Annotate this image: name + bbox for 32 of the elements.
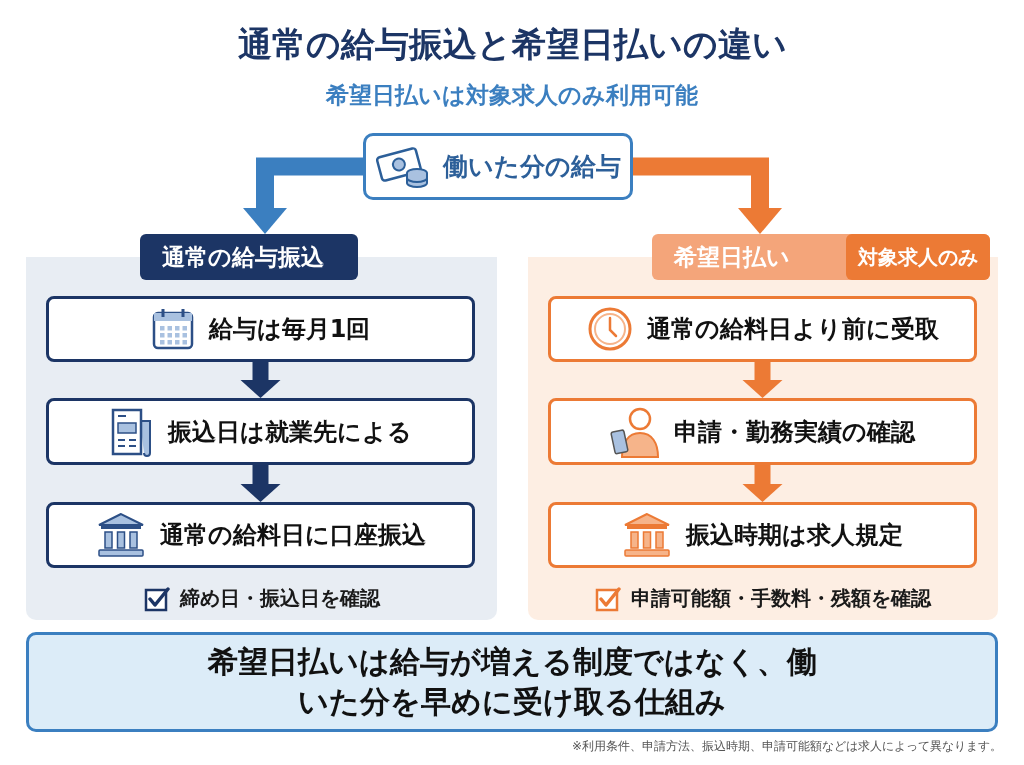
step-label: 通常の給料日より前に受取	[646, 314, 939, 345]
source-box	[363, 133, 633, 200]
tag-label: 対象求人のみ	[846, 234, 990, 280]
step-box	[46, 296, 475, 362]
arrow	[633, 157, 782, 234]
panel-background	[528, 234, 998, 620]
step-box	[548, 502, 977, 568]
step-label: 振込時期は求人規定	[686, 520, 903, 551]
arrow	[243, 157, 363, 234]
arrow	[742, 465, 783, 502]
footnote: ※利用条件、申請方法、振込時期、申請可能額などは求人によって異なります。	[571, 738, 1002, 755]
step-label: 通常の給料日に口座振込	[159, 520, 426, 551]
arrow	[240, 362, 281, 398]
header-label: 通常の給与振込	[162, 242, 324, 272]
subtitle: 希望日払いは対象求人のみ利用可能	[326, 81, 698, 110]
box-label: 働いた分の給与	[443, 151, 621, 183]
check-note: 申請可能額・手数料・残額を確認	[631, 585, 931, 612]
summary-box	[26, 632, 998, 732]
step-label: 振込日は就業先による	[167, 416, 412, 448]
step-label: 申請・勤務実績の確認	[674, 416, 915, 448]
arrow	[742, 362, 783, 398]
step-box	[46, 398, 475, 465]
panel-background	[26, 234, 497, 620]
title: 通常の給与振込と希望日払いの違い	[236, 23, 788, 66]
step-box	[548, 398, 977, 465]
summary-text: 希望日払いは給与が増える制度ではなく、働いた分を早めに受け取る仕組み	[206, 642, 818, 721]
step-label: 給与は毎月1回	[208, 314, 371, 345]
step-box	[548, 296, 977, 362]
step-box	[46, 502, 475, 568]
check-note: 締め日・振込日を確認	[179, 585, 380, 612]
header-label: 希望日払い	[674, 242, 790, 272]
arrow	[240, 465, 281, 502]
